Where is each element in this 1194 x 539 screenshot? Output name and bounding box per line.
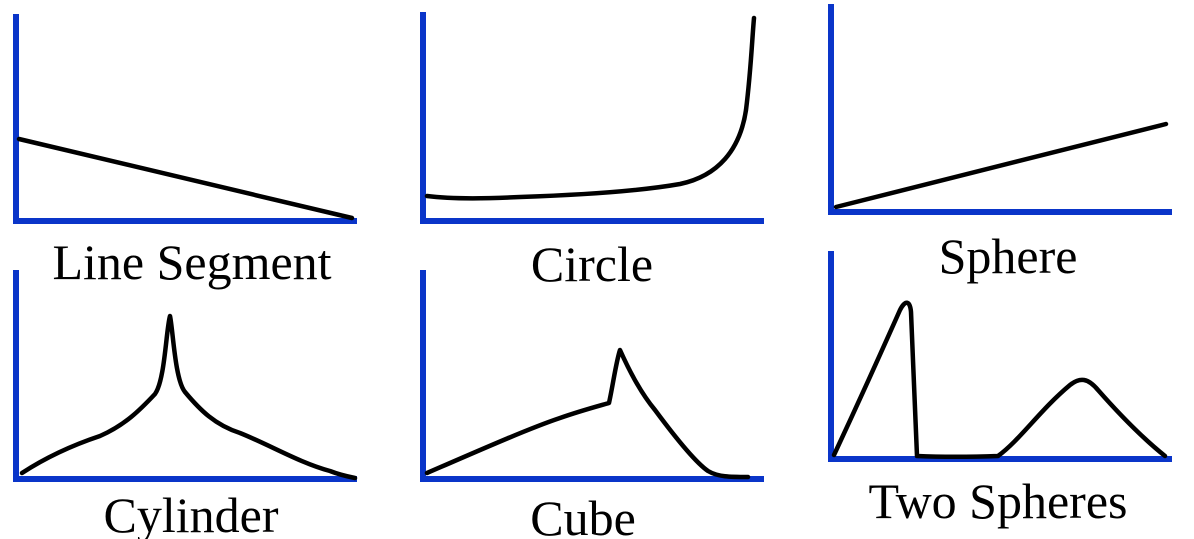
axes <box>828 4 1172 215</box>
distribution-curve <box>831 300 1168 459</box>
panel-two-spheres: Two Spheres <box>828 251 1172 529</box>
caption-sphere: Sphere <box>939 228 1078 284</box>
distribution-curve <box>424 347 751 480</box>
distribution-curve <box>833 121 1169 210</box>
caption-cylinder: Cylinder <box>104 487 279 539</box>
distribution-curve <box>19 313 358 481</box>
axes <box>13 270 357 482</box>
panel-sphere: Sphere <box>828 4 1172 284</box>
axes <box>13 14 357 224</box>
axes <box>420 270 764 482</box>
distribution-curve <box>424 15 757 201</box>
axes <box>828 251 1172 462</box>
panel-cylinder: Cylinder <box>13 270 358 539</box>
panel-cube: Cube <box>420 270 764 539</box>
panel-line-segment: Line Segment <box>13 14 357 290</box>
axes <box>420 12 764 224</box>
panel-circle: Circle <box>420 12 764 292</box>
caption-line-segment: Line Segment <box>52 234 331 290</box>
caption-cube: Cube <box>530 490 636 539</box>
caption-circle: Circle <box>531 236 653 292</box>
distribution-curve <box>16 136 355 221</box>
caption-two-spheres: Two Spheres <box>869 473 1128 529</box>
